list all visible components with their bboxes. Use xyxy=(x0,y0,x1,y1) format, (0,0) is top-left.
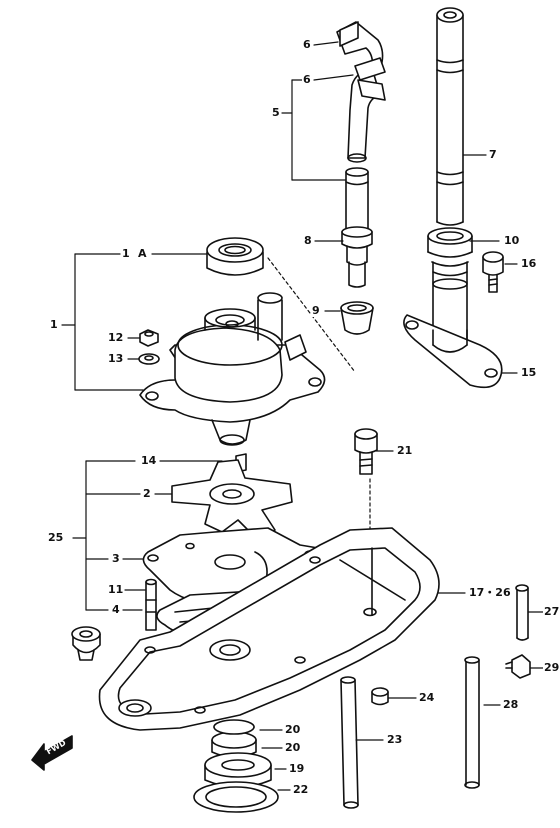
clip-part-6 xyxy=(339,21,386,101)
water-tube-part-7 xyxy=(436,7,464,226)
callout-15: 15 xyxy=(520,366,538,379)
plug-part-24 xyxy=(371,687,389,706)
callout-9: 9 xyxy=(311,304,321,317)
callout-6-upper: 6 xyxy=(302,38,312,51)
grommet-part-9 xyxy=(340,301,374,335)
impeller-part-2 xyxy=(171,459,293,541)
callout-6-lower: 6 xyxy=(302,73,312,86)
callout-22: 22 xyxy=(292,783,310,796)
gasket-part-22 xyxy=(193,781,279,813)
callout-4: 4 xyxy=(111,603,121,616)
tube-guide-part-15 xyxy=(403,278,503,389)
callout-28: 28 xyxy=(502,698,520,711)
callout-11: 11 xyxy=(107,583,125,596)
oil-seal-part-1a xyxy=(206,237,264,276)
callout-1a: 1 xyxy=(121,247,131,260)
nut-fitting-left xyxy=(71,626,101,661)
callout-14: 14 xyxy=(140,454,158,467)
pump-case-part-1 xyxy=(139,292,326,446)
pipe-part-27 xyxy=(515,584,529,641)
callout-1: 1 xyxy=(49,318,59,331)
callout-5: 5 xyxy=(271,106,281,119)
callout-25: 25 xyxy=(47,531,65,544)
dowel-pin-part-11 xyxy=(145,578,157,631)
callout-20-lower: 20 xyxy=(284,741,302,754)
callout-3: 3 xyxy=(111,552,121,565)
callout-16: 16 xyxy=(520,257,538,270)
seal-part-20 xyxy=(211,719,257,758)
bolt-part-16 xyxy=(482,251,504,293)
callout-17-26: 17・26 xyxy=(468,586,512,599)
callout-21: 21 xyxy=(396,444,414,457)
lower-plate-part-17-26 xyxy=(98,527,440,731)
tube-part-28 xyxy=(464,656,480,789)
callout-13: 13 xyxy=(107,352,125,365)
callout-27: 27 xyxy=(543,605,560,618)
seal-housing-part-19 xyxy=(204,752,272,788)
callout-2: 2 xyxy=(142,487,152,500)
callout-1a-suffix: A xyxy=(137,247,148,260)
forward-arrow-icon xyxy=(31,735,73,771)
callout-23: 23 xyxy=(386,733,404,746)
bolt-part-21 xyxy=(354,428,378,475)
callout-29: 29 xyxy=(543,661,560,674)
tube-part-23 xyxy=(340,676,359,809)
callout-7: 7 xyxy=(488,148,498,161)
grommet-part-10 xyxy=(427,227,473,283)
callout-10: 10 xyxy=(503,234,521,247)
nut-part-12 xyxy=(139,329,159,347)
callout-12: 12 xyxy=(107,331,125,344)
callout-19: 19 xyxy=(288,762,306,775)
callout-8: 8 xyxy=(303,234,313,247)
water-tube-part-8 xyxy=(341,167,373,288)
fitting-part-29 xyxy=(505,654,531,679)
callout-24: 24 xyxy=(418,691,436,704)
washer-part-13 xyxy=(138,353,160,365)
callout-20-upper: 20 xyxy=(284,723,302,736)
